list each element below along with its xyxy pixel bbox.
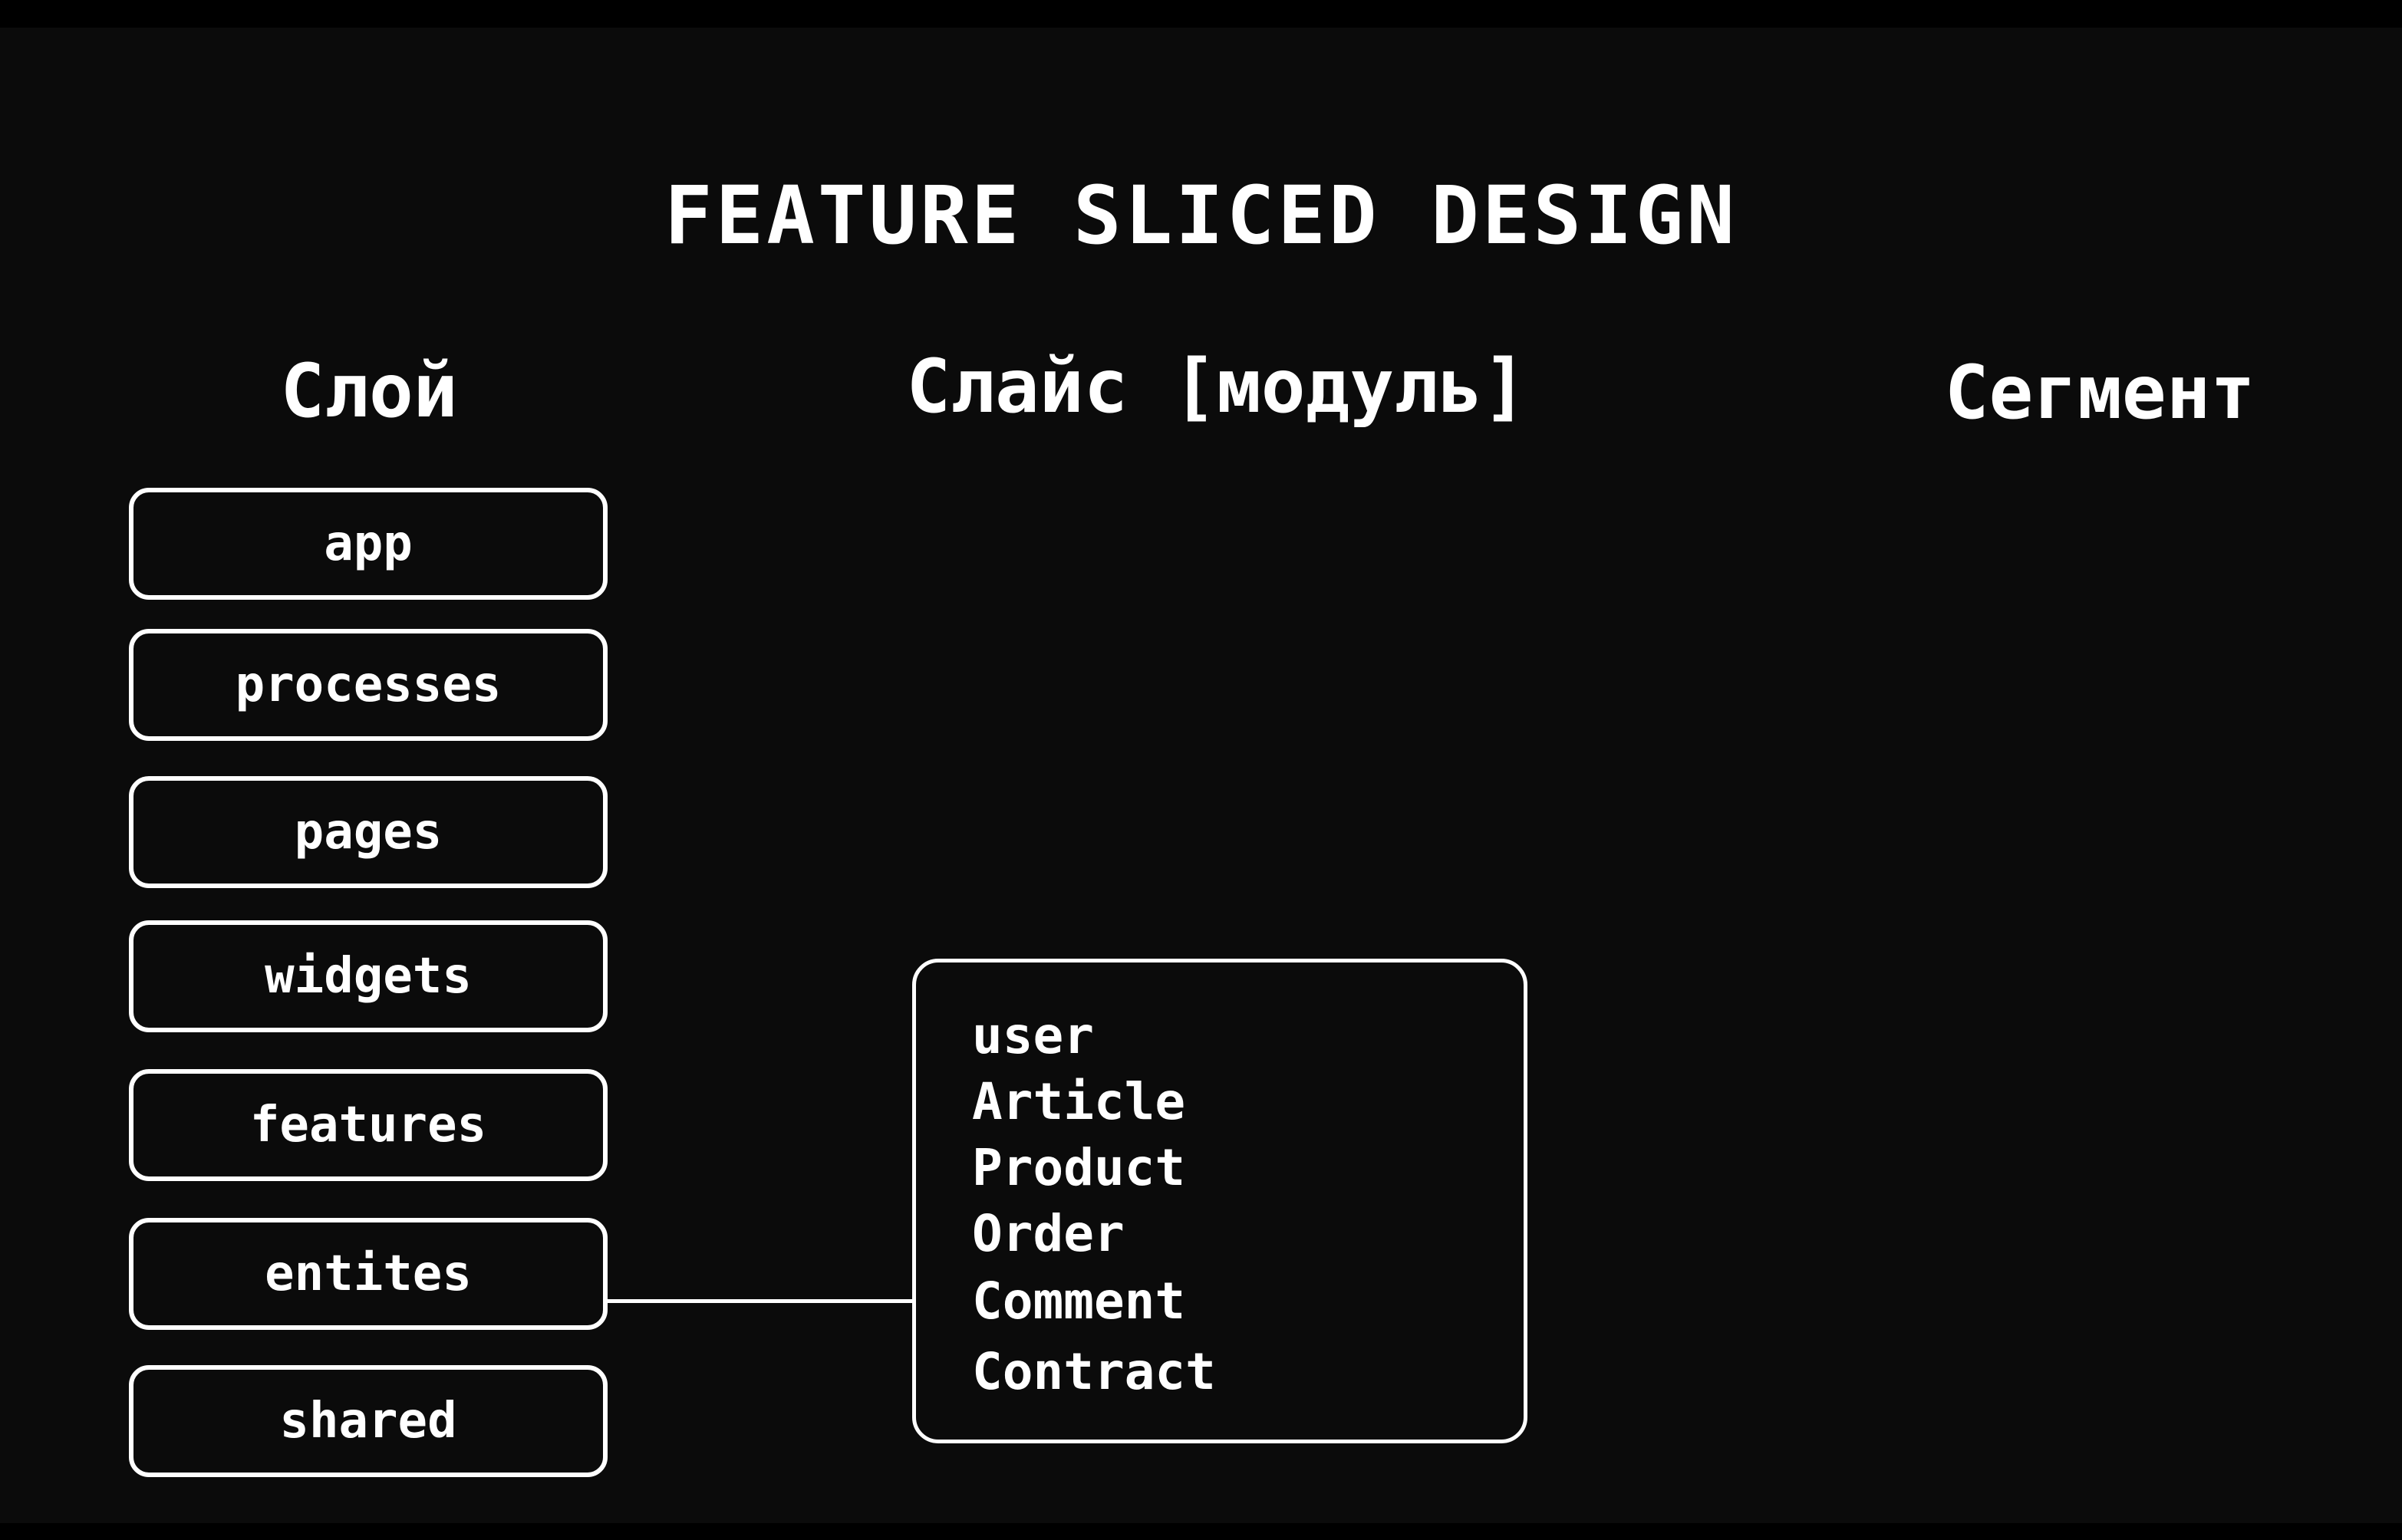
layer-box-entites: entites — [129, 1218, 608, 1330]
slice-item-comment: Comment — [972, 1272, 1186, 1331]
column-heading-slice: Слайс [модуль] — [906, 344, 1527, 429]
layer-box-features: features — [129, 1069, 608, 1181]
entites-to-slices-connector — [608, 1299, 912, 1303]
layer-box-shared: shared — [129, 1365, 608, 1477]
slice-item-article: Article — [972, 1072, 1186, 1131]
layer-box-app: app — [129, 488, 608, 600]
slice-item-user: user — [972, 1006, 1094, 1065]
column-heading-layer: Слой — [280, 348, 458, 434]
layer-box-processes: processes — [129, 629, 608, 741]
slice-item-contract: Contract — [972, 1342, 1216, 1401]
layer-box-widgets: widgets — [129, 920, 608, 1032]
column-heading-segment: Сегмент — [1944, 350, 2255, 436]
slice-box-entites: user Article Product Order Comment Contr… — [912, 959, 1527, 1443]
slice-item-order: Order — [972, 1204, 1125, 1263]
diagram-canvas: FEATURE SLICED DESIGN Слой Слайс [модуль… — [0, 28, 2402, 1523]
diagram-title: FEATURE SLICED DESIGN — [664, 169, 1738, 262]
slice-item-product: Product — [972, 1138, 1186, 1197]
layer-box-pages: pages — [129, 776, 608, 888]
